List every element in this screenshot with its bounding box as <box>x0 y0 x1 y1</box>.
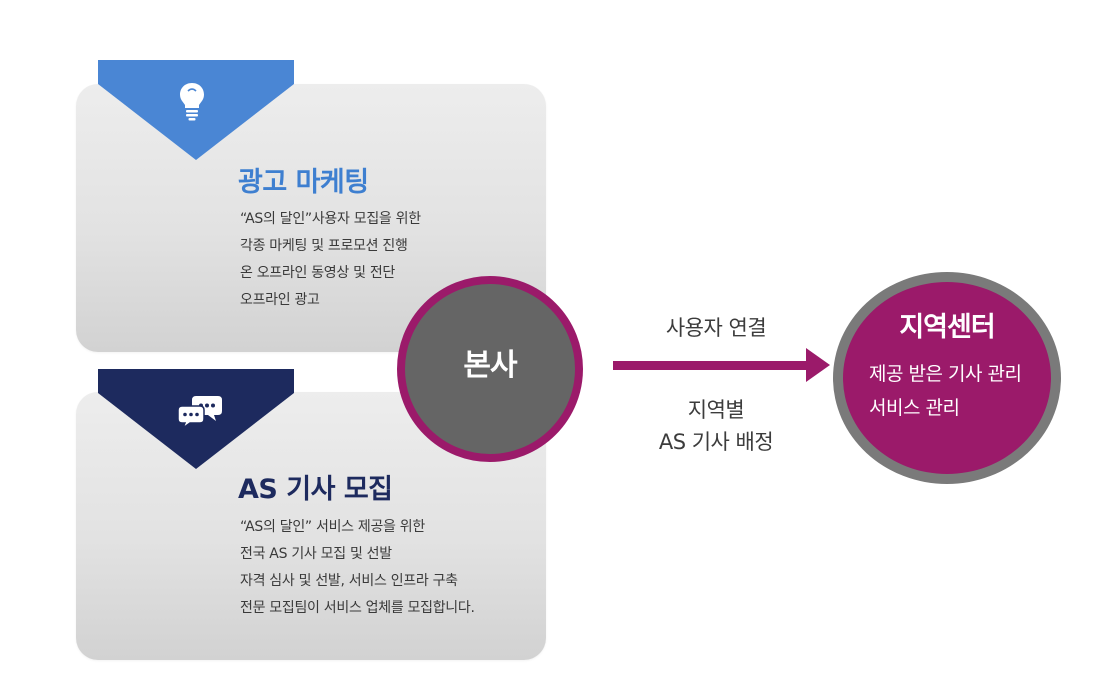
flow-label-top: 사용자 연결 <box>665 316 767 340</box>
recruit-description: “AS의 달인” 서비스 제공을 위한 전국 AS 기사 모집 및 선발 자격 … <box>240 514 475 622</box>
marketing-desc-line: “AS의 달인”사용자 모집을 위한 <box>240 211 421 227</box>
arrow-right-icon <box>806 348 830 382</box>
marketing-banner <box>98 60 294 84</box>
marketing-title: 광고 마케팅 <box>238 167 369 198</box>
regional-center-desc-line: 서비스 관리 <box>869 397 960 419</box>
flow-label-bottom-line: 지역별 <box>687 398 745 422</box>
recruit-desc-line: 전문 모집팀이 서비스 업체를 모집합니다. <box>240 600 475 616</box>
hq-circle <box>397 276 583 462</box>
marketing-desc-line: 온 오프라인 동영상 및 전단 <box>240 265 395 281</box>
regional-center-title: 지역센터 <box>899 312 995 343</box>
flow-arrow-line <box>613 361 807 370</box>
hq-label: 본사 <box>463 348 517 383</box>
regional-center-circle <box>833 272 1061 484</box>
recruit-desc-line: 전국 AS 기사 모집 및 선발 <box>240 546 392 562</box>
lightbulb-icon <box>178 81 206 121</box>
chat-bubbles-icon <box>176 394 224 431</box>
marketing-desc-line: 오프라인 광고 <box>240 292 320 308</box>
recruit-desc-line: 자격 심사 및 선발, 서비스 인프라 구축 <box>240 573 458 589</box>
regional-center-desc-line: 제공 받은 기사 관리 <box>869 363 1022 385</box>
regional-center-description: 제공 받은 기사 관리 서비스 관리 <box>869 357 1022 425</box>
recruit-title: AS 기사 모집 <box>238 474 393 505</box>
flow-label-bottom-line: AS 기사 배정 <box>658 430 774 454</box>
marketing-description: “AS의 달인”사용자 모집을 위한 각종 마케팅 및 프로모션 진행 온 오프… <box>240 206 421 314</box>
marketing-desc-line: 각종 마케팅 및 프로모션 진행 <box>240 238 408 254</box>
recruit-banner <box>98 369 294 393</box>
flow-label-bottom: 지역별 AS 기사 배정 <box>626 394 806 458</box>
recruit-desc-line: “AS의 달인” 서비스 제공을 위한 <box>240 519 425 535</box>
